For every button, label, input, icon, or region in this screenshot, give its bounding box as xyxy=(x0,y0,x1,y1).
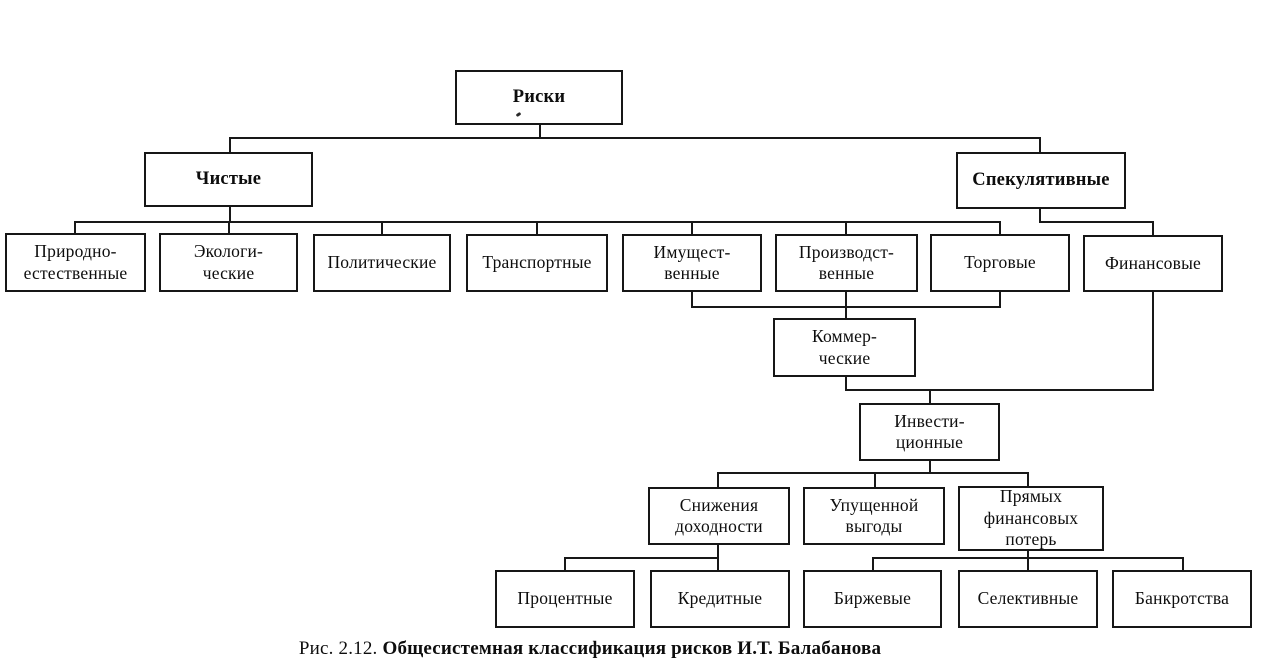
node-torgovye: Торговые xyxy=(930,234,1070,292)
node-proizvodstvennye: Производст- венные xyxy=(775,234,918,292)
connector-line xyxy=(717,459,1029,490)
connector-line xyxy=(872,548,1184,573)
node-protsentnye: Процентные xyxy=(495,570,635,628)
node-riski: Риски xyxy=(455,70,623,125)
connector-line xyxy=(691,290,1001,321)
node-finansovye: Финансовые xyxy=(1083,235,1223,292)
connector-line xyxy=(845,290,1154,406)
node-selektivnye: Селективные xyxy=(958,570,1098,628)
node-politicheskie: Политические xyxy=(313,234,451,292)
connector-line xyxy=(564,543,719,573)
node-kommercheskie: Коммер- ческие xyxy=(773,318,916,377)
figure-caption-number: Рис. 2.12. xyxy=(298,638,378,659)
connector-line xyxy=(1039,207,1154,238)
node-bankrotstva: Банкротства xyxy=(1112,570,1252,628)
node-kreditnye: Кредитные xyxy=(650,570,790,628)
node-snizheniya-dokhodnosti: Снижения доходности xyxy=(648,487,790,545)
figure-caption-title: Общесистемная классификация рисков И.Т. … xyxy=(382,638,882,659)
node-pryamykh-finansovykh-poter: Прямых финансовых потерь xyxy=(958,486,1104,551)
node-transportnye: Транспортные xyxy=(466,234,608,292)
node-prirodno-estestvennye: Природно- естественные xyxy=(5,233,146,292)
node-ekologicheskie: Экологи- ческие xyxy=(159,233,298,292)
node-chistye: Чистые xyxy=(144,152,313,207)
node-imushchestvennye: Имущест- венные xyxy=(622,234,762,292)
node-investitsionnye: Инвести- ционные xyxy=(859,403,1000,461)
connector-line xyxy=(74,205,1001,236)
figure-caption: Рис. 2.12. Общесистемная классификация р… xyxy=(0,638,1180,660)
node-spekulyativnye: Спекулятивные xyxy=(956,152,1126,209)
node-birzhevye: Биржевые xyxy=(803,570,942,628)
node-upushchennoy-vygody: Упущенной выгоды xyxy=(803,487,945,545)
connector-line xyxy=(229,124,1041,154)
